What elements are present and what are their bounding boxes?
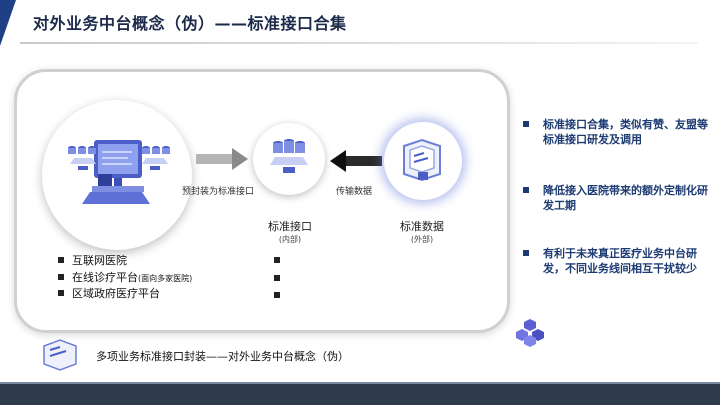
arrow-right-icon [196,148,248,170]
document-stack-icon [43,339,77,371]
right-node-label: 标准数据 [400,220,444,233]
key-point: 降低接入医院带来的额外定制化研发工期 [523,183,708,213]
footer-band [0,384,720,405]
hospital-note: (面向多家医院) [138,273,193,283]
bullet [523,121,529,127]
computer-network-icon [68,140,170,204]
bullet [58,257,64,263]
right-node-circle [384,122,462,200]
bullet [523,250,529,256]
key-point: 标准接口合集，类似有赞、友盟等标准接口研发及调用 [523,117,708,147]
key-point: 有利于未来真正医疗业务中台研发，不同业务线间相互干扰较少 [523,246,708,276]
list-item: 互联网医院 [58,253,192,270]
bullet [58,273,64,280]
bottom-caption: 多项业务标准接口封装——对外业务中台概念（伪） [96,350,349,363]
corner-accent [0,0,16,46]
cube-cluster-icon [516,319,544,347]
middle-node-sub: (内部) [278,235,302,244]
bullet [58,290,64,296]
connector-square [274,292,280,298]
document-stack-icon [403,138,441,182]
hospital-list: 互联网医院 在线诊疗平台(面向多家医院) 区域政府医疗平台 [58,253,192,303]
middle-node-label: 标准接口 [268,220,312,233]
slide-title: 对外业务中台概念（伪）——标准接口合集 [33,14,347,33]
connector-square [274,257,280,263]
footer-line [0,382,720,384]
title-divider [20,42,698,44]
arrow-right-label: 传输数据 [336,187,373,197]
connector-square [274,275,280,281]
left-node-circle [42,100,192,250]
arrow-left-label: 预封装为标准接口 [182,187,255,197]
arrow-left-icon [330,150,382,172]
list-item: 区域政府医疗平台 [58,286,192,303]
middle-node-circle [253,123,325,195]
list-item: 在线诊疗平台(面向多家医院) [58,270,192,287]
database-cluster-icon [270,139,308,173]
right-node-sub: (外部) [410,235,434,244]
bullet [523,187,529,193]
